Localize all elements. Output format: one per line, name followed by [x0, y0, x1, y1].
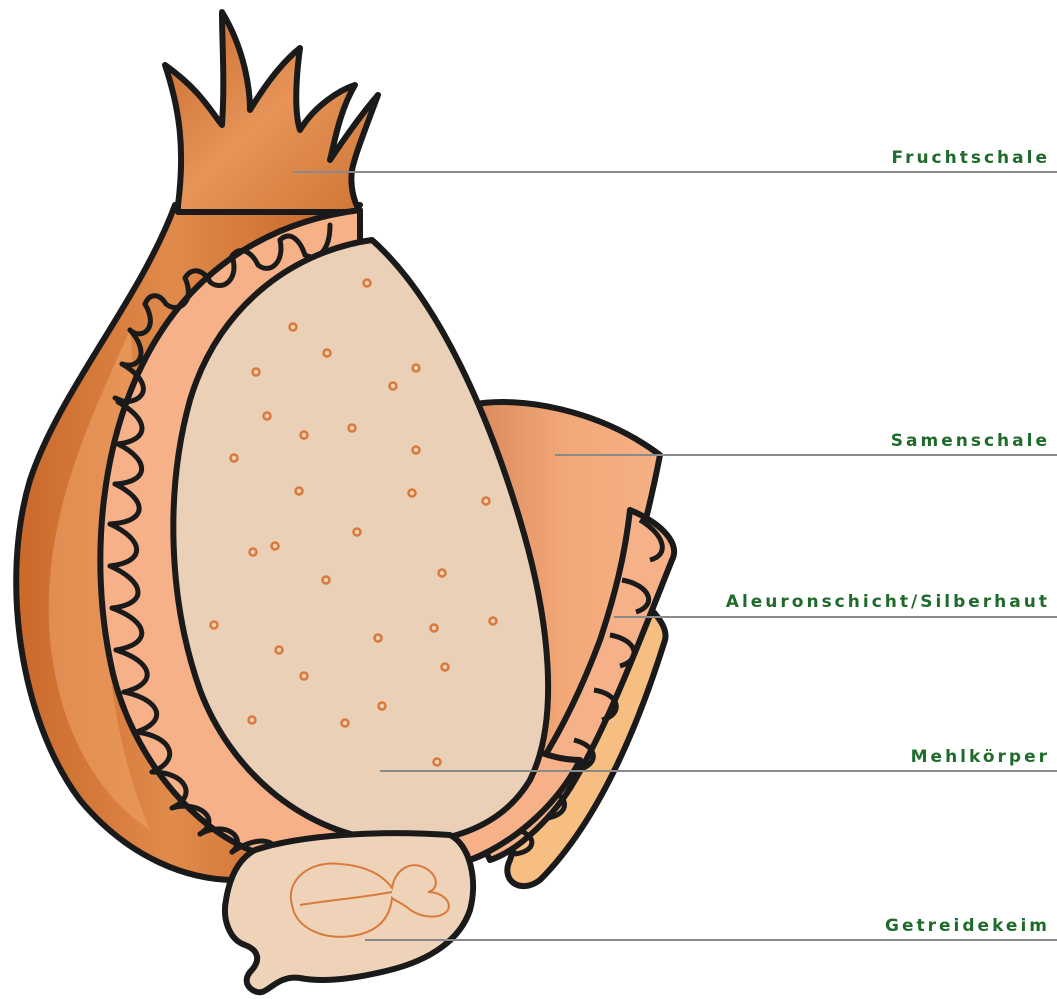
- label-samenschale: Samenschale: [891, 431, 1050, 451]
- fruit-shell-crown: [165, 12, 378, 212]
- label-aleuronschicht: Aleuronschicht/Silberhaut: [726, 592, 1050, 612]
- germ: [225, 833, 473, 992]
- label-getreidekeim: Getreidekeim: [885, 916, 1050, 936]
- label-fruchtschale: Fruchtschale: [892, 148, 1050, 168]
- label-mehlkoerper: Mehlkörper: [911, 747, 1050, 767]
